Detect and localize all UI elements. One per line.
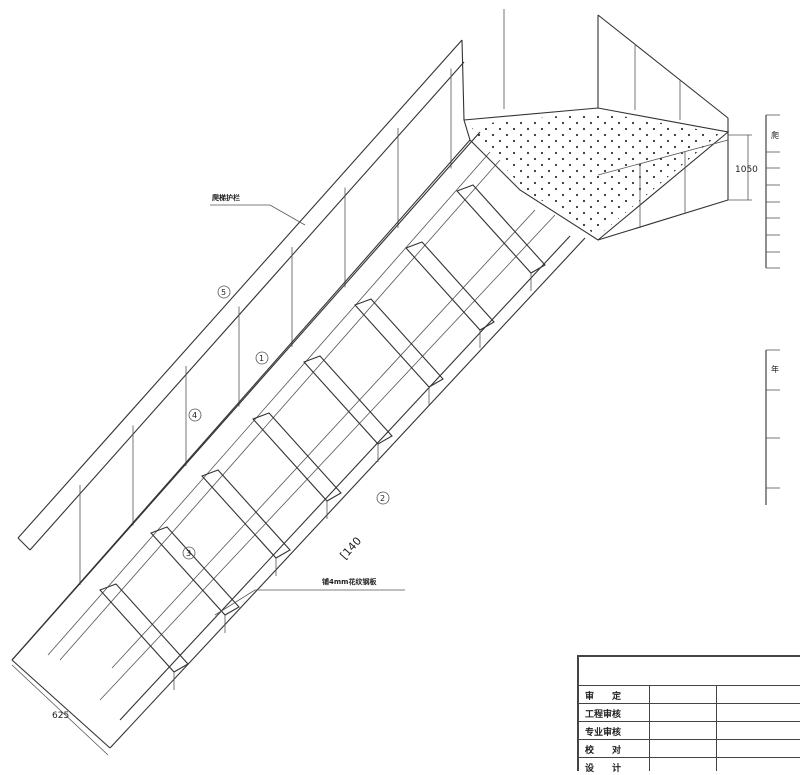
stair-tread xyxy=(150,526,240,616)
svg-text:1: 1 xyxy=(259,354,264,363)
plate-label: 铺4mm花纹钢板 xyxy=(322,577,377,586)
balloon-5: 5 xyxy=(217,285,231,299)
height-dimension: 1050 xyxy=(728,134,758,201)
channel-label: [140 xyxy=(338,535,365,562)
stair-tread xyxy=(354,298,444,388)
title-row: 审 定 xyxy=(579,685,800,703)
stair-tread xyxy=(456,184,546,274)
title-row: 校 对 xyxy=(579,739,800,757)
svg-text:2: 2 xyxy=(380,494,385,503)
balloon-3: 3 xyxy=(182,546,196,560)
right-stringer xyxy=(11,209,586,749)
landing-platform xyxy=(463,14,730,241)
balloon-4: 4 xyxy=(188,408,202,422)
stair-tread xyxy=(303,355,393,445)
stair-tread xyxy=(252,412,342,502)
balloon-2: 2 xyxy=(376,491,390,505)
title-row: 专业审核 xyxy=(579,721,800,739)
stair-tread xyxy=(99,583,189,673)
svg-text:4: 4 xyxy=(192,411,197,420)
stair-tread xyxy=(405,241,495,331)
stair-treads xyxy=(99,184,546,690)
left-stringer xyxy=(11,131,501,661)
stair-tread xyxy=(201,469,291,559)
balloon-1: 1 xyxy=(255,351,269,365)
handrail-posts xyxy=(79,9,505,585)
title-block: 审 定 工程审核 专业审核 校 对 设 计 xyxy=(577,655,800,774)
side-table-2: 年 xyxy=(765,349,780,505)
title-row: 设 计 xyxy=(579,757,800,775)
svg-text:爬: 爬 xyxy=(771,130,779,140)
svg-text:年: 年 xyxy=(771,364,779,374)
svg-text:3: 3 xyxy=(186,549,191,558)
guardrail-label: 爬梯护栏 xyxy=(211,193,240,202)
width-dimension-label: 625 xyxy=(52,711,69,721)
title-row: 工程审核 xyxy=(579,703,800,721)
side-table-1: 爬 xyxy=(765,114,780,269)
width-dimension: 625 xyxy=(11,664,109,756)
svg-text:5: 5 xyxy=(221,288,226,297)
height-dimension-label: 1050 xyxy=(735,165,758,175)
handrail xyxy=(17,39,465,551)
